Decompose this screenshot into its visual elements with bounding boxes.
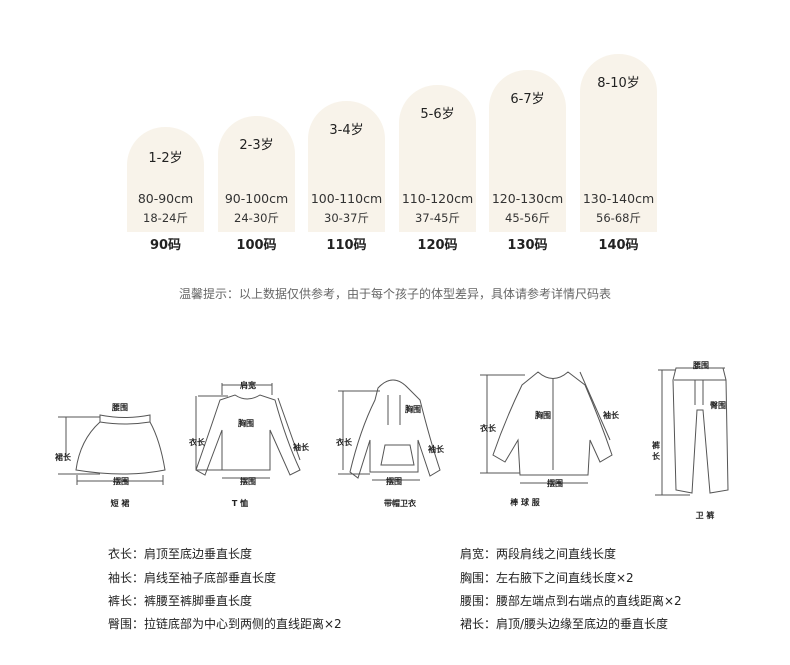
- garment-name-pants: 卫 裤: [695, 511, 715, 520]
- definition: 腰围：腰部左端点到右端点的直线距离×2: [460, 594, 682, 608]
- height-range: 100-110cm: [310, 191, 383, 206]
- dim-pants-length: 裤长: [652, 441, 660, 461]
- dim-sleeve: 袖长: [603, 411, 619, 420]
- dim-hem: 摆围: [547, 479, 563, 488]
- definition: 裤长：裤腰至裤脚垂直长度: [108, 594, 253, 608]
- dim-sleeve: 袖长: [293, 443, 309, 452]
- height-range: 90-100cm: [224, 191, 289, 206]
- dim-waist: 腰围: [112, 403, 128, 412]
- size-label: 130码: [507, 238, 548, 253]
- dim-length: 衣长: [336, 438, 352, 447]
- weight-range: 24-30斤: [234, 211, 279, 225]
- age-range: 3-4岁: [329, 123, 364, 138]
- age-range: 2-3岁: [239, 138, 274, 153]
- age-range: 1-2岁: [148, 151, 183, 166]
- size-column-6: 8-10岁 130-140cm 56-68斤: [580, 54, 657, 232]
- height-range: 130-140cm: [582, 191, 655, 206]
- size-label: 100码: [236, 238, 277, 253]
- dim-shoulder: 肩宽: [240, 381, 256, 390]
- height-range: 110-120cm: [401, 191, 474, 206]
- baseball-jacket-sketch: [480, 371, 613, 484]
- dim-hip: 臀围: [710, 401, 726, 410]
- size-column-5: 6-7岁 120-130cm 45-56斤: [489, 70, 566, 232]
- garment-name-hoodie: 带帽卫衣: [384, 499, 416, 508]
- definition: 胸围：左右腋下之间直线长度×2: [460, 571, 634, 585]
- garment-name-baseball-jacket: 棒 球 服: [510, 498, 540, 507]
- reference-note: 温馨提示：以上数据仅供参考，由于每个孩子的体型差异，具体请参考详情尺码表: [178, 287, 611, 301]
- age-range: 8-10岁: [597, 76, 640, 91]
- size-label: 140码: [598, 238, 639, 253]
- height-range: 120-130cm: [491, 191, 564, 206]
- dim-chest: 胸围: [238, 419, 254, 428]
- definition: 衣长：肩顶至底边垂直长度: [108, 547, 253, 561]
- dim-hem: 摆围: [386, 477, 402, 486]
- dim-waist: 腰围: [693, 361, 709, 370]
- size-label: 120码: [417, 238, 458, 253]
- weight-range: 37-45斤: [415, 211, 460, 225]
- dim-skirt-length: 裙长: [55, 453, 71, 462]
- dim-hem: 摆围: [113, 477, 129, 486]
- dim-chest: 胸围: [405, 405, 421, 414]
- height-range: 80-90cm: [137, 191, 194, 206]
- tshirt-sketch: [195, 383, 301, 479]
- dim-sleeve: 袖长: [428, 445, 444, 454]
- definition: 裙长：肩顶/腰头边缘至底边的垂直长度: [460, 617, 669, 631]
- size-column-2: 2-3岁 90-100cm 24-30斤: [218, 116, 295, 232]
- weight-range: 18-24斤: [143, 211, 188, 225]
- age-range: 6-7岁: [510, 92, 545, 107]
- size-label: 110码: [326, 238, 367, 253]
- weight-range: 56-68斤: [596, 211, 641, 225]
- dim-hem: 摆围: [240, 477, 256, 486]
- definition: 肩宽：两段肩线之间直线长度: [460, 547, 617, 561]
- weight-range: 45-56斤: [505, 211, 550, 225]
- definition: 袖长：肩线至袖子底部垂直长度: [108, 571, 277, 585]
- dim-chest: 胸围: [535, 411, 551, 420]
- skirt-sketch: [58, 414, 166, 485]
- definition: 臀围：拉链底部为中心到两侧的直线距离×2: [108, 617, 342, 631]
- pants-sketch: [655, 367, 729, 496]
- size-column-3: 3-4岁 100-110cm 30-37斤: [308, 101, 385, 232]
- size-column-4: 5-6岁 110-120cm 37-45斤: [399, 85, 476, 232]
- garment-name-skirt: 短 裙: [110, 499, 130, 508]
- size-column-1: 1-2岁 80-90cm 18-24斤: [127, 127, 204, 232]
- garment-name-tshirt: T 恤: [231, 499, 249, 508]
- dim-length: 衣长: [480, 424, 496, 433]
- age-range: 5-6岁: [420, 107, 455, 122]
- size-label: 90码: [149, 238, 182, 253]
- weight-range: 30-37斤: [324, 211, 369, 225]
- dim-length: 衣长: [189, 438, 205, 447]
- hoodie-sketch: [338, 379, 441, 481]
